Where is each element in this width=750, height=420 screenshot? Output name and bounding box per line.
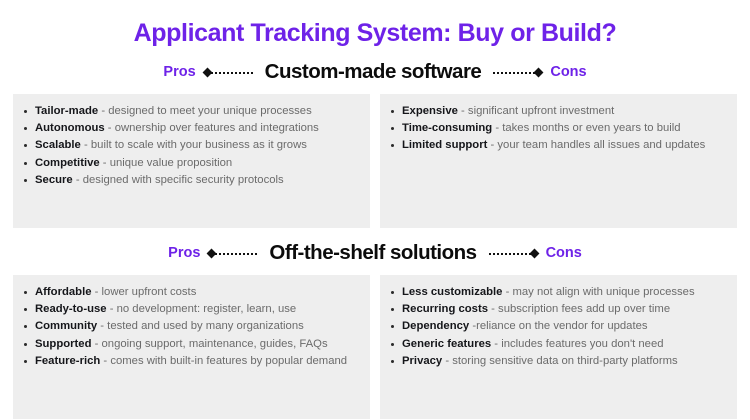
dotted-line-icon bbox=[210, 71, 253, 74]
list-item-term: Time-consuming bbox=[402, 121, 493, 134]
list-item-term: Dependency bbox=[402, 320, 470, 333]
list-item-term: Recurring costs bbox=[402, 302, 489, 315]
list-item-description: - designed with specific security protoc… bbox=[72, 174, 284, 187]
diamond-marker-icon bbox=[533, 67, 544, 78]
pros-panel-custom-made: Tailor-made - designed to meet your uniq… bbox=[13, 93, 370, 228]
cons-panel-off-the-shelf: Less customizable - may not align with u… bbox=[380, 274, 737, 419]
list-item-term: Supported bbox=[35, 337, 92, 350]
cons-label-1: Cons bbox=[550, 64, 587, 81]
dotted-line-icon bbox=[488, 252, 531, 255]
panel-row-custom-made: Tailor-made - designed to meet your uniq… bbox=[0, 93, 750, 228]
diamond-marker-icon bbox=[206, 248, 217, 259]
list-item-term: Secure bbox=[35, 174, 73, 187]
pros-label-2: Pros bbox=[168, 245, 201, 262]
list-item: Generic features - includes features you… bbox=[386, 336, 725, 352]
diamond-marker-icon bbox=[202, 67, 213, 78]
list-item: Limited support - your team handles all … bbox=[386, 137, 725, 153]
list-item: Privacy - storing sensitive data on thir… bbox=[386, 353, 725, 369]
list-item-description: - lower upfront costs bbox=[91, 285, 197, 298]
list-item-term: Feature-rich bbox=[35, 355, 101, 368]
list-item: Tailor-made - designed to meet your uniq… bbox=[19, 103, 358, 119]
dotted-line-icon bbox=[493, 71, 536, 74]
list-item-description: - significant upfront investment bbox=[457, 104, 615, 117]
list-item: Scalable - built to scale with your busi… bbox=[19, 137, 358, 153]
list-item-description: - subscription fees add up over time bbox=[488, 302, 671, 315]
list-item-term: Affordable bbox=[35, 285, 92, 298]
list-item-term: Autonomous bbox=[35, 121, 105, 134]
list-item-term: Expensive bbox=[402, 104, 458, 117]
list-item-description: - may not align with unique processes bbox=[502, 285, 695, 298]
list-item: Expensive - significant upfront investme… bbox=[386, 103, 725, 119]
list-item-description: - storing sensitive data on third-party … bbox=[442, 355, 678, 368]
list-item: Community - tested and used by many orga… bbox=[19, 318, 358, 334]
list-item-description: - tested and used by many organizations bbox=[97, 320, 304, 333]
list-item: Less customizable - may not align with u… bbox=[386, 284, 725, 300]
list-item-description: - includes features you don't need bbox=[491, 337, 664, 350]
list-item-description: - comes with built-in features by popula… bbox=[100, 355, 348, 368]
list-item: Competitive - unique value proposition bbox=[19, 155, 358, 171]
cons-list-2: Less customizable - may not align with u… bbox=[386, 284, 725, 370]
diamond-marker-icon bbox=[529, 248, 540, 259]
list-item: Feature-rich - comes with built-in featu… bbox=[19, 353, 358, 369]
list-item-description: - designed to meet your unique processes bbox=[98, 104, 312, 117]
right-connector-icon-1 bbox=[493, 67, 544, 79]
infographic-page: Applicant Tracking System: Buy or Build?… bbox=[0, 19, 750, 420]
list-item: Ready-to-use - no development: register,… bbox=[19, 301, 358, 317]
cons-label-2: Cons bbox=[545, 245, 582, 262]
list-item: Time-consuming - takes months or even ye… bbox=[386, 120, 725, 136]
cons-list-1: Expensive - significant upfront investme… bbox=[386, 103, 725, 154]
list-item: Recurring costs - subscription fees add … bbox=[386, 301, 725, 317]
list-item: Autonomous - ownership over features and… bbox=[19, 120, 358, 136]
pros-list-1: Tailor-made - designed to meet your uniq… bbox=[19, 103, 358, 189]
section-title-1: Custom-made software bbox=[264, 60, 482, 84]
list-item-term: Privacy bbox=[402, 355, 443, 368]
list-item: Secure - designed with specific security… bbox=[19, 172, 358, 188]
section-title-2: Off-the-shelf solutions bbox=[269, 241, 477, 265]
cons-panel-custom-made: Expensive - significant upfront investme… bbox=[380, 93, 737, 228]
list-item-description: - your team handles all issues and updat… bbox=[487, 139, 706, 152]
list-item-term: Scalable bbox=[35, 139, 81, 152]
list-item-description: - no development: register, learn, use bbox=[106, 302, 297, 315]
left-connector-icon-1 bbox=[202, 67, 253, 79]
list-item-description: - ongoing support, maintenance, guides, … bbox=[91, 337, 328, 350]
list-item-description: - takes months or even years to build bbox=[492, 121, 681, 134]
list-item-term: Community bbox=[35, 320, 98, 333]
list-item-description: - built to scale with your business as i… bbox=[80, 139, 307, 152]
list-item-term: Ready-to-use bbox=[35, 302, 107, 315]
list-item-description: -reliance on the vendor for updates bbox=[469, 320, 648, 333]
list-item-description: - unique value proposition bbox=[99, 156, 233, 169]
list-item: Supported - ongoing support, maintenance… bbox=[19, 336, 358, 352]
list-item: Affordable - lower upfront costs bbox=[19, 284, 358, 300]
list-item-term: Competitive bbox=[35, 156, 100, 169]
list-item: Dependency -reliance on the vendor for u… bbox=[386, 318, 725, 334]
section-header-custom-made: Pros Custom-made software Cons bbox=[0, 60, 750, 86]
list-item-term: Less customizable bbox=[402, 285, 503, 298]
right-connector-icon-2 bbox=[488, 248, 540, 260]
list-item-term: Tailor-made bbox=[35, 104, 99, 117]
list-item-term: Limited support bbox=[402, 139, 488, 152]
section-header-off-the-shelf: Pros Off-the-shelf solutions Cons bbox=[0, 241, 750, 267]
dotted-line-icon bbox=[215, 252, 258, 255]
left-connector-icon-2 bbox=[206, 248, 258, 260]
pros-label-1: Pros bbox=[163, 64, 196, 81]
list-item-term: Generic features bbox=[402, 337, 492, 350]
list-item-description: - ownership over features and integratio… bbox=[104, 121, 319, 134]
page-title: Applicant Tracking System: Buy or Build? bbox=[133, 19, 617, 47]
